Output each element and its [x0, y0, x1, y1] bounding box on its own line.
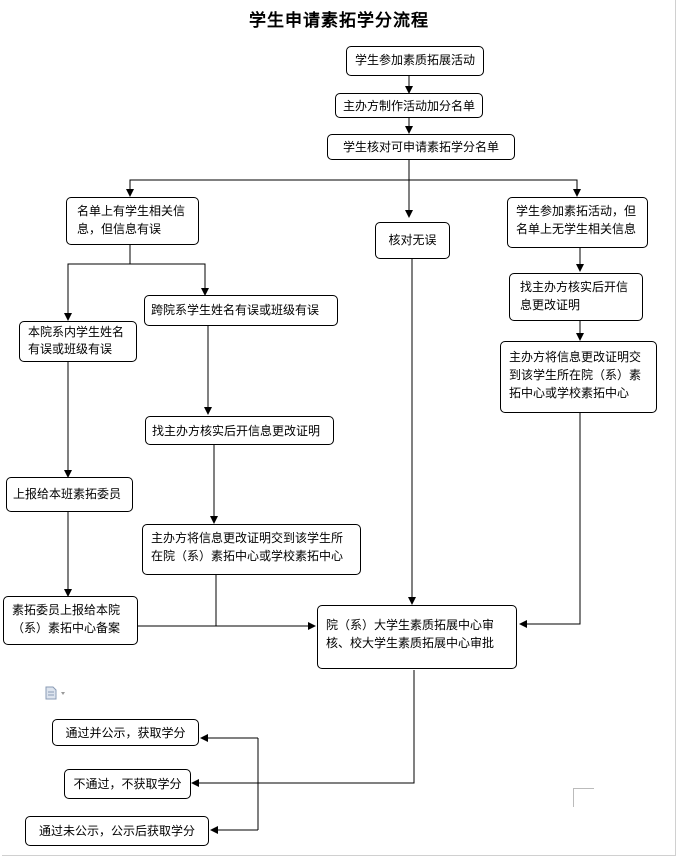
node-review: 院（系）大学生素质拓展中心审核、校大学生素质拓展中心审批 [317, 605, 517, 669]
edge-split-same [64, 263, 130, 321]
node-right-proof: 找主办方核实后开信息更改证明 [509, 273, 643, 321]
edge-review-fail [191, 670, 415, 787]
node-verified-ok: 核对无误 [375, 222, 450, 259]
diagram-title: 学生申请素拓学分流程 [249, 11, 429, 31]
node-pass-later: 通过未公示，公示后获取学分 [25, 816, 209, 846]
node-pass-public: 通过并公示，获取学分 [52, 719, 199, 746]
node-report-committee: 上报给本班素拓委员 [6, 477, 133, 512]
edge-rsubmit-review [519, 413, 581, 628]
node-not-on-list: 学生参加素拓活动，但名单上无学生相关信息 [507, 197, 648, 248]
node-same-college: 本院系内学生姓名有误或班级有误 [19, 321, 137, 362]
page-corner-mark [573, 788, 594, 807]
node-cross-submit: 主办方将信息更改证明交到该学生所在院（系）素拓中心或学校素拓中心 [142, 524, 361, 575]
edge-verify-left [126, 179, 409, 197]
node-cross-proof: 找主办方核实后开信息更改证明 [145, 416, 334, 445]
node-fail: 不通过，不获取学分 [64, 769, 191, 799]
node-committee-report: 素拓委员上报给本院（系）素拓中心备案 [3, 596, 138, 645]
node-organizer-list: 主办方制作活动加分名单 [335, 93, 483, 118]
edge-split-cross [130, 263, 209, 296]
node-right-submit: 主办方将信息更改证明交到该学生所在院（系）素拓中心或学校素拓中心 [500, 341, 657, 413]
node-info-error: 名单上有学生相关信息，但信息有误 [66, 197, 199, 245]
edge-verify-right [409, 179, 581, 197]
document-icon [45, 686, 65, 700]
node-join-activity: 学生参加素质拓展活动 [346, 46, 484, 76]
node-cross-college: 跨院系学生姓名有误或班级有误 [144, 295, 338, 326]
node-student-verify: 学生核对可申请素拓学分名单 [327, 134, 515, 160]
